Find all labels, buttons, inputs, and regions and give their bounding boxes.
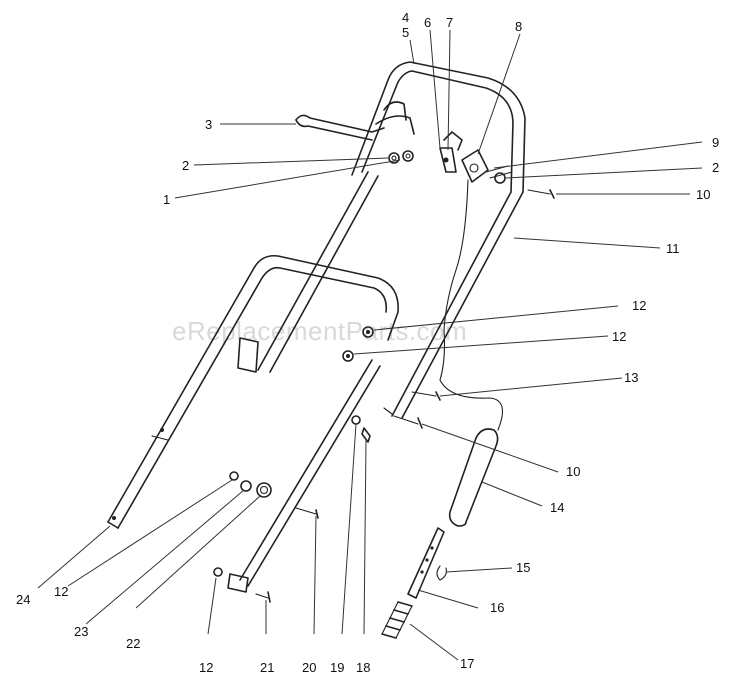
callout-11: 11	[666, 241, 680, 256]
bolts-20-21	[255, 507, 319, 603]
callout-17: 17	[460, 656, 474, 671]
callout-2-right: 2	[712, 160, 719, 175]
callout-1: 1	[163, 192, 170, 207]
callout-24: 24	[16, 592, 30, 607]
bolt-10-upper	[527, 189, 555, 199]
lower-handle-right-tube	[227, 359, 381, 593]
hardware-left	[213, 471, 272, 577]
callout-7: 7	[446, 15, 453, 30]
callout-3: 3	[205, 117, 212, 132]
callout-18: 18	[356, 660, 370, 675]
right-upper-tube	[391, 191, 524, 419]
bolts-13-10-lower	[383, 391, 441, 429]
lower-tube-14	[448, 428, 499, 527]
clip-15	[436, 565, 447, 581]
callout-22: 22	[126, 636, 140, 651]
callout-10-upper: 10	[696, 187, 710, 202]
control-bracket	[439, 147, 513, 184]
callout-9: 9	[712, 135, 719, 150]
callout-8: 8	[515, 19, 522, 34]
bracket-16	[407, 527, 445, 599]
callout-20: 20	[302, 660, 316, 675]
callout-6: 6	[424, 15, 431, 30]
watermark: eReplacementParts.com	[172, 316, 467, 346]
control-cable	[439, 179, 504, 431]
callout-12-left: 12	[54, 584, 68, 599]
callout-19: 19	[330, 660, 344, 675]
callout-13: 13	[624, 370, 638, 385]
spring-17	[381, 601, 413, 639]
callout-4: 4	[402, 10, 409, 25]
callout-12-bottom: 12	[199, 660, 213, 675]
callout-12-upper: 12	[632, 298, 646, 313]
callout-23: 23	[74, 624, 88, 639]
callout-16: 16	[490, 600, 504, 615]
callout-2-left: 2	[182, 158, 189, 173]
callout-10-lower: 10	[566, 464, 580, 479]
nuts-12-center	[342, 326, 374, 362]
lower-handle	[107, 254, 399, 529]
callout-14: 14	[550, 500, 564, 515]
leader-lines	[37, 29, 703, 661]
callout-5: 5	[402, 25, 409, 40]
callout-21: 21	[260, 660, 274, 675]
left-knob-bolt	[388, 150, 414, 164]
callout-labels: 1 2 2 3 4 5 6 7 8 9 10 10 11 12 12 12 12…	[16, 10, 719, 675]
operator-bail	[295, 114, 415, 141]
callout-12-middle: 12	[612, 329, 626, 344]
callout-15: 15	[516, 560, 530, 575]
upper-handle-left-tube	[237, 171, 379, 373]
